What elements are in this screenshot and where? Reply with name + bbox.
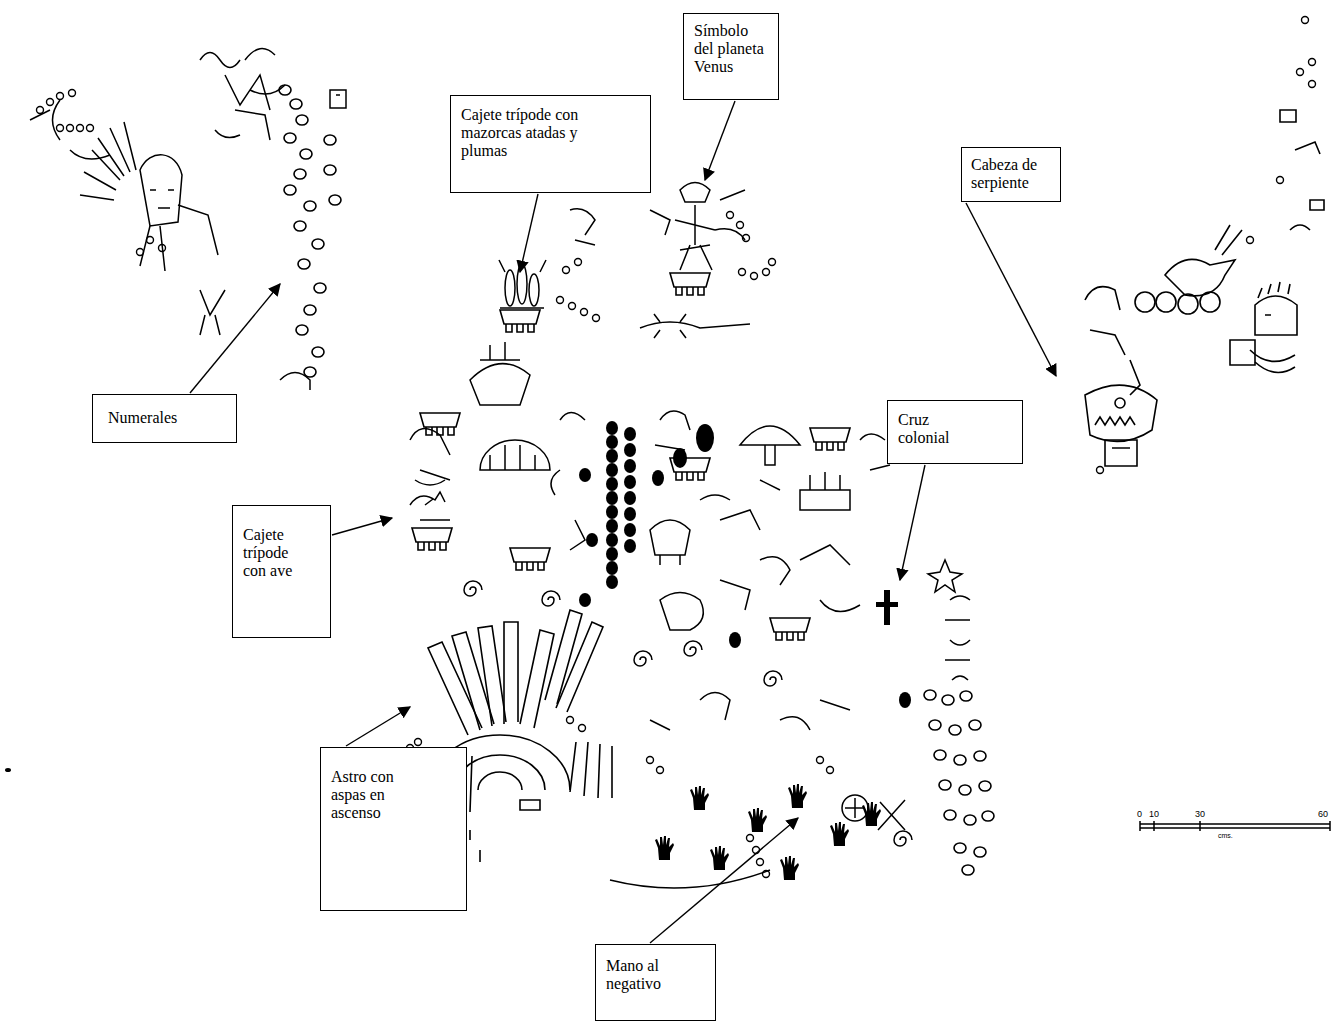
scale-bar <box>1140 821 1330 831</box>
leader-arrows <box>190 101 1056 943</box>
callout-text: Cajete trípode con mazorcas atadas y plu… <box>461 106 579 160</box>
callout-text: Mano al negativo <box>606 957 678 993</box>
callout-box: Cajete trípode con ave <box>232 505 331 638</box>
callout-text: Numerales <box>108 409 218 427</box>
callout-box: Cruz colonial <box>887 400 1023 464</box>
callout-box: Símbolo del planeta Venus <box>683 13 779 100</box>
scale-label: 10 <box>1149 810 1159 819</box>
callout-box: Astro con aspas en ascenso <box>320 747 467 911</box>
callout-text: Símbolo del planeta Venus <box>694 22 768 76</box>
callout-box: Numerales <box>92 394 237 443</box>
callout-text: Cruz colonial <box>898 411 968 447</box>
callout-box: Cajete trípode con mazorcas atadas y plu… <box>450 95 651 193</box>
scale-label: 60 <box>1318 810 1328 819</box>
callout-text: Cajete trípode con ave <box>243 526 309 580</box>
callout-text: Astro con aspas en ascenso <box>331 768 409 822</box>
colonial-cross <box>876 590 898 625</box>
callout-box: Mano al negativo <box>595 944 716 1021</box>
callout-text: Cabeza de serpiente <box>971 156 1051 192</box>
scale-label: cms. <box>1218 832 1233 839</box>
scale-label: 0 <box>1137 810 1142 819</box>
scale-label: 30 <box>1195 810 1205 819</box>
callout-box: Cabeza de serpiente <box>961 147 1061 202</box>
